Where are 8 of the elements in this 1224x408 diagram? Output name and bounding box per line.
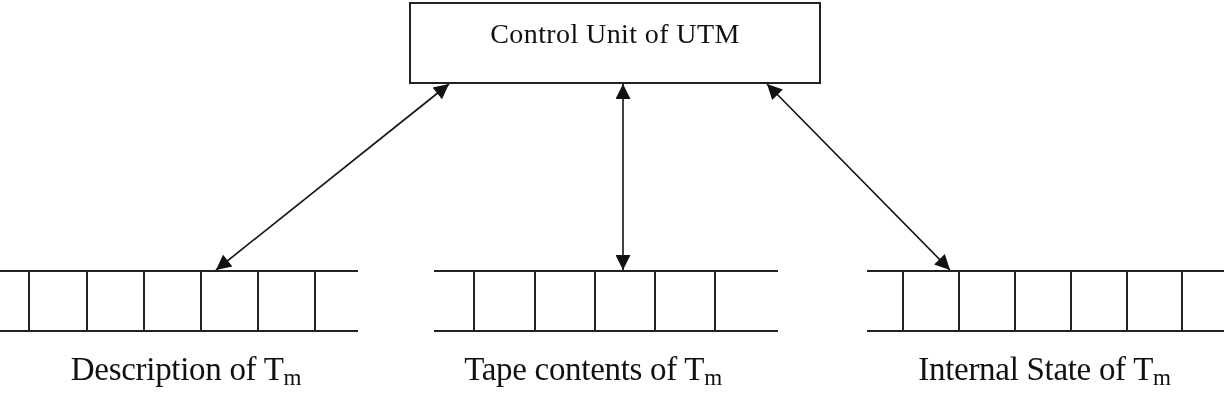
control-unit-box <box>409 2 821 84</box>
double-arrow <box>215 83 450 271</box>
double-arrow <box>766 83 951 271</box>
box-title: Control Unit of UTM <box>490 18 740 51</box>
tape-caption: Description of T$_{m}$ <box>70 351 302 388</box>
double-arrow <box>615 83 631 271</box>
tape-caption: Internal State of T$_{m}$ <box>918 351 1171 388</box>
tape-caption: Tape contents of T$_{m}$ <box>464 351 722 388</box>
